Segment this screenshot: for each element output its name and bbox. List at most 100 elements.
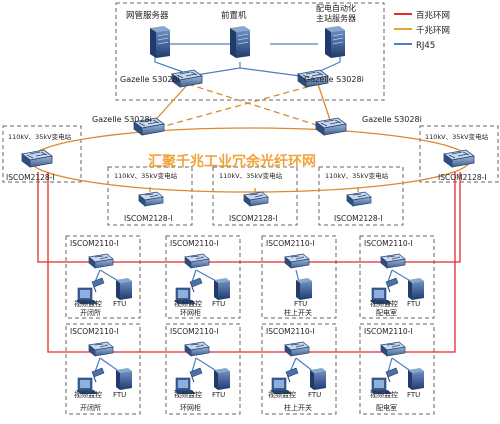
site-row-1: ISCOM2110-I 视频监控 FTU 开闭所 ISCOM2110-I 视频监…	[70, 239, 424, 317]
fast-ethernet-rings	[37, 172, 461, 353]
r1-4-site-label: 配电室	[376, 308, 397, 317]
r1-2-site-label: 环网柜	[180, 308, 201, 317]
r2-2-switch-label: ISCOM2110-I	[170, 327, 219, 336]
gazelle-left-label: Gazelle S3028i	[120, 75, 180, 84]
r2-3-video-label: 视频监控	[268, 390, 296, 399]
iscom2128-right-icon	[443, 149, 475, 168]
r1-1-video-label: 视频监控	[74, 299, 102, 308]
substation-left-frame	[2, 125, 82, 183]
r2-4-switch-icon	[380, 341, 406, 357]
iscom2128-2-label: ISCOM2128-I	[229, 214, 278, 223]
r1-4-video-label: 视频监控	[370, 299, 398, 308]
substation-right-frame	[419, 125, 499, 183]
site-r2-4-frame	[359, 323, 435, 415]
ring-title: 汇聚千兆工业冗余光纤环网	[148, 153, 316, 170]
server-zone: 网管服务器 前置机 配电自动化 主站服务器 Gazelle S3028i Gaz…	[120, 3, 364, 88]
iscom2128-left-label: ISCOM2128-I	[6, 173, 55, 182]
dashed-frames	[2, 2, 499, 415]
site-r2-3-frame	[261, 323, 337, 415]
site-r1-2-frame	[165, 235, 241, 319]
r1-3-switch-label: ISCOM2110-I	[266, 239, 315, 248]
r1-3-ftu-icon	[296, 278, 312, 300]
r2-2-ftu-icon	[214, 368, 230, 390]
site-row-2: ISCOM2110-I 视频监控 FTU 开闭所 ISCOM2110-I 视频监…	[70, 327, 424, 412]
r1-1-ftu-label: FTU	[113, 300, 126, 308]
substation-1-label: 110kV、35kV变电站	[114, 171, 178, 180]
legend: 百兆环网 千兆环网 RJ45	[394, 10, 450, 51]
r1-2-switch-label: ISCOM2110-I	[170, 239, 219, 248]
r2-3-ftu-icon	[310, 368, 326, 390]
iscom2128-1-icon	[138, 191, 164, 207]
r1-2-ftu-label: FTU	[212, 300, 225, 308]
r2-2-switch-icon	[184, 341, 210, 357]
r1-1-ftu-icon	[116, 278, 132, 300]
r1-3-ftu-label: FTU	[294, 300, 307, 308]
site-r1-3-frame	[261, 235, 337, 319]
master-station-server-icon	[324, 25, 346, 59]
r2-1-ftu-icon	[116, 368, 132, 390]
r1-2-ftu-icon	[214, 278, 230, 300]
r1-1-switch-icon	[88, 253, 114, 269]
r1-1-site-label: 开闭所	[80, 308, 101, 317]
legend-label-1000m: 千兆环网	[416, 25, 450, 36]
r1-1-switch-label: ISCOM2110-I	[70, 239, 119, 248]
nms-server-icon	[149, 25, 171, 59]
r2-2-site-label: 环网柜	[180, 403, 201, 412]
site-r1-1-frame	[65, 235, 141, 319]
server-center-label: 前置机	[221, 10, 247, 21]
substation-left-label: 110kV、35kV变电站	[8, 132, 72, 141]
r2-1-ftu-label: FTU	[113, 391, 126, 399]
iscom2128-3-icon	[346, 191, 372, 207]
gazelle-ring-right-icon	[315, 117, 347, 136]
r1-2-video-label: 视频监控	[174, 299, 202, 308]
substation-right-label: 110kV、35kV变电站	[425, 132, 489, 141]
server-zone-frame	[115, 2, 385, 101]
substation-3-label: 110kV、35kV变电站	[325, 171, 389, 180]
r1-4-switch-icon	[380, 253, 406, 269]
r1-4-switch-label: ISCOM2110-I	[364, 239, 413, 248]
r2-3-switch-label: ISCOM2110-I	[266, 327, 315, 336]
server-right-label-2: 主站服务器	[316, 13, 356, 23]
r2-4-ftu-icon	[408, 368, 424, 390]
front-end-server-icon	[229, 25, 251, 59]
gazelle-right-label: Gazelle S3028i	[304, 75, 364, 84]
r2-2-video-label: 视频监控	[174, 390, 202, 399]
r2-2-ftu-label: FTU	[212, 391, 225, 399]
r1-3-switch-icon	[284, 253, 310, 269]
gazelle-ring-left-label: Gazelle S3028i	[92, 115, 152, 124]
ring-aggregation: Gazelle S3028i Gazelle S3028i 汇聚千兆工业冗余光纤…	[92, 115, 422, 170]
substations: 110kV、35kV变电站 ISCOM2128-I 110kV、35kV变电站 …	[6, 132, 489, 223]
r2-4-video-label: 视频监控	[370, 390, 398, 399]
r2-4-ftu-label: FTU	[407, 391, 420, 399]
r1-4-ftu-icon	[408, 278, 424, 300]
r2-3-ftu-label: FTU	[308, 391, 321, 399]
gazelle-ring-right-label: Gazelle S3028i	[362, 115, 422, 124]
site-r1-4-frame	[359, 235, 435, 319]
iscom2128-2-icon	[243, 191, 269, 207]
r2-3-switch-icon	[284, 341, 310, 357]
r2-1-site-label: 开闭所	[80, 403, 101, 412]
r2-1-video-label: 视频监控	[74, 390, 102, 399]
substation-2-label: 110kV、35kV变电站	[219, 171, 283, 180]
server-right-label-1: 配电自动化	[316, 3, 356, 13]
r1-3-site-label: 柱上开关	[284, 308, 312, 317]
legend-label-100m: 百兆环网	[416, 10, 450, 21]
iscom2128-left-icon	[21, 149, 53, 168]
substation-2-frame	[212, 166, 298, 226]
iscom2128-right-label: ISCOM2128-I	[438, 173, 487, 182]
r1-2-switch-icon	[184, 253, 210, 269]
r1-4-ftu-label: FTU	[407, 300, 420, 308]
substation-1-frame	[107, 166, 193, 226]
substation-3-frame	[318, 166, 404, 226]
site-r2-2-frame	[165, 323, 241, 415]
server-left-label: 网管服务器	[126, 10, 169, 21]
site-r2-1-frame	[65, 323, 141, 415]
iscom2128-1-label: ISCOM2128-I	[124, 214, 173, 223]
iscom2128-3-label: ISCOM2128-I	[334, 214, 383, 223]
r2-4-switch-label: ISCOM2110-I	[364, 327, 413, 336]
legend-label-rj45: RJ45	[416, 41, 435, 51]
rj45-links	[94, 43, 413, 373]
r2-1-switch-icon	[88, 341, 114, 357]
r2-3-site-label: 柱上开关	[284, 403, 312, 412]
